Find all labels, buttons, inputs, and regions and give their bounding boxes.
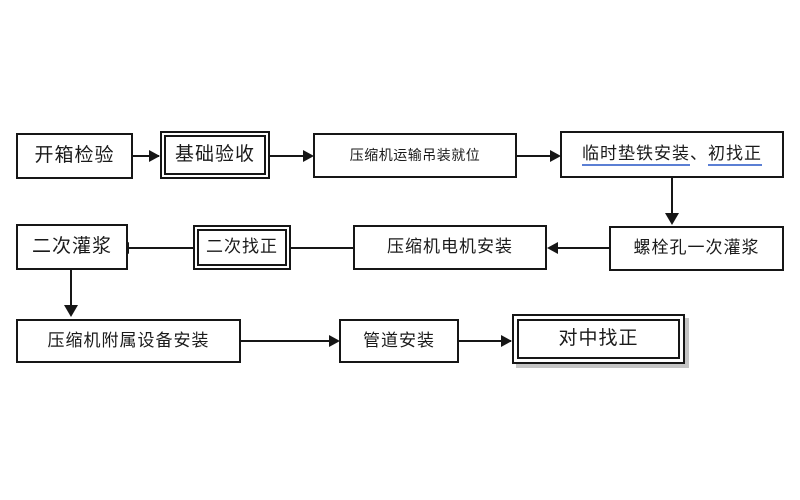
flow-node-erci-zhaozheng[interactable]: 二次找正 (193, 225, 291, 270)
flow-node-label: 开箱检验 (34, 144, 115, 166)
flow-node-label: 对中找正 (558, 327, 639, 349)
arrowhead-n4-n5 (665, 213, 679, 225)
connector-n10-n11 (459, 340, 511, 342)
flow-node-label-separator: 、 (690, 144, 708, 164)
flow-node-label: 二次找正 (206, 237, 278, 257)
connector-n4-n5 (671, 178, 673, 218)
flow-node-label: 基础验收 (174, 143, 255, 165)
flow-node-label: 压缩机运输吊装就位 (349, 146, 481, 163)
connector-n1-n2 (133, 155, 159, 157)
flow-node-duizhong-zhaozheng[interactable]: 对中找正 (512, 314, 685, 364)
arrowhead-n9-n10 (329, 335, 340, 347)
flow-node-label: 压缩机电机安装 (387, 237, 513, 257)
flow-node-guandao-anzhuang[interactable]: 管道安装 (339, 319, 459, 363)
connector-n6-n7 (291, 247, 353, 249)
connector-n2-n3 (270, 155, 312, 157)
arrowhead-n3-n4 (550, 150, 561, 162)
flow-node-label-link-1: 临时垫铁安装 (582, 144, 690, 167)
flow-node-label: 螺栓孔一次灌浆 (633, 238, 760, 258)
connector-n5-n6 (558, 247, 609, 249)
connector-n7-n8 (128, 247, 193, 249)
flow-node-yasuoji-dianji-anzhuang[interactable]: 压缩机电机安装 (353, 225, 547, 270)
flow-node-luoshuankong-yicuguanjiang[interactable]: 螺栓孔一次灌浆 (609, 226, 784, 271)
flow-node-label: 管道安装 (363, 330, 435, 350)
arrowhead-n10-n11 (501, 335, 512, 347)
flow-node-erci-guanjiang[interactable]: 二次灌浆 (16, 224, 128, 270)
connector-n3-n4 (517, 155, 559, 157)
flow-node-kaixiangjianyan[interactable]: 开箱检验 (16, 133, 133, 179)
flow-node-linshidiantie-chuzhaozheng[interactable]: 临时垫铁安装、初找正 (560, 131, 784, 178)
connector-n8-n9 (70, 270, 72, 310)
flow-node-label-link-2: 初找正 (708, 144, 762, 167)
arrowhead-n2-n3 (303, 150, 314, 162)
flow-node-jichuyanshou[interactable]: 基础验收 (160, 131, 270, 179)
arrowhead-n1-n2 (149, 150, 160, 162)
flow-node-label: 二次灌浆 (31, 235, 112, 257)
flow-node-label: 压缩机附属设备安装 (47, 330, 210, 350)
flow-node-yunshudiaozhuang[interactable]: 压缩机运输吊装就位 (313, 133, 517, 178)
connector-n9-n10 (241, 340, 337, 342)
arrowhead-n5-n6 (547, 242, 558, 254)
arrowhead-n8-n9 (64, 305, 78, 317)
flow-node-fushushebei-anzhuang[interactable]: 压缩机附属设备安装 (16, 319, 241, 363)
